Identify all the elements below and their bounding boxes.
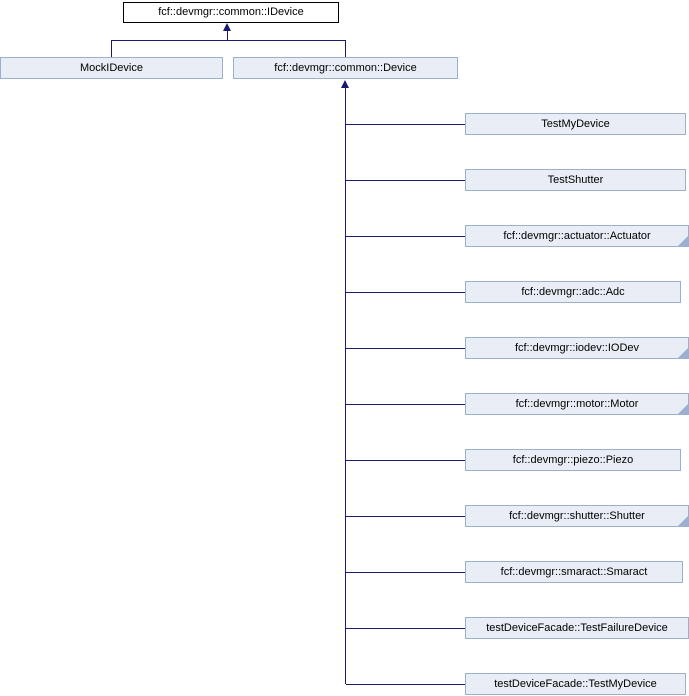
class-node-idevice: fcf::devmgr::common::IDevice bbox=[123, 2, 339, 23]
edge-branch bbox=[346, 572, 465, 573]
truncated-fold-icon bbox=[678, 404, 688, 414]
class-node-actuator[interactable]: fcf::devmgr::actuator::Actuator bbox=[465, 225, 689, 247]
class-node-testshutter[interactable]: TestShutter bbox=[465, 169, 686, 191]
class-node-testfailuredevice[interactable]: testDeviceFacade::TestFailureDevice bbox=[465, 617, 689, 639]
truncated-fold-icon bbox=[678, 516, 688, 526]
edge-branch bbox=[346, 684, 465, 685]
class-node-testmydevice[interactable]: TestMyDevice bbox=[465, 113, 686, 135]
class-node-device[interactable]: fcf::devmgr::common::Device bbox=[233, 57, 458, 79]
edge-mockidevice-drop bbox=[111, 40, 112, 57]
edge-branch bbox=[346, 124, 465, 125]
edge-children-spine bbox=[345, 88, 346, 684]
class-node-mockidevice[interactable]: MockIDevice bbox=[0, 57, 223, 79]
edge-branch bbox=[346, 628, 465, 629]
class-node-label: fcf::devmgr::motor::Motor bbox=[515, 398, 639, 410]
class-node-smaract[interactable]: fcf::devmgr::smaract::Smaract bbox=[465, 561, 683, 583]
edge-branch bbox=[346, 348, 465, 349]
edge-root-stem bbox=[227, 31, 228, 40]
truncated-fold-icon bbox=[678, 348, 688, 358]
arrow-up-icon bbox=[223, 23, 231, 31]
arrow-up-icon bbox=[341, 80, 349, 88]
edge-fork-horizontal bbox=[111, 40, 346, 41]
class-node-label: fcf::devmgr::shutter::Shutter bbox=[509, 510, 645, 522]
edge-branch bbox=[346, 460, 465, 461]
class-node-shutter[interactable]: fcf::devmgr::shutter::Shutter bbox=[465, 505, 689, 527]
edge-branch bbox=[346, 516, 465, 517]
class-node-adc[interactable]: fcf::devmgr::adc::Adc bbox=[465, 281, 681, 303]
edge-branch bbox=[346, 236, 465, 237]
edge-device-drop bbox=[345, 40, 346, 57]
class-node-testdevicefacade-testmydevice[interactable]: testDeviceFacade::TestMyDevice bbox=[465, 673, 686, 695]
class-node-iodev[interactable]: fcf::devmgr::iodev::IODev bbox=[465, 337, 689, 359]
edge-branch bbox=[346, 404, 465, 405]
truncated-fold-icon bbox=[678, 236, 688, 246]
edge-branch bbox=[346, 180, 465, 181]
class-node-label: fcf::devmgr::actuator::Actuator bbox=[503, 230, 651, 242]
edge-branch bbox=[346, 292, 465, 293]
class-node-piezo[interactable]: fcf::devmgr::piezo::Piezo bbox=[465, 449, 681, 471]
class-node-label: fcf::devmgr::iodev::IODev bbox=[514, 342, 640, 354]
class-node-motor[interactable]: fcf::devmgr::motor::Motor bbox=[465, 393, 689, 415]
